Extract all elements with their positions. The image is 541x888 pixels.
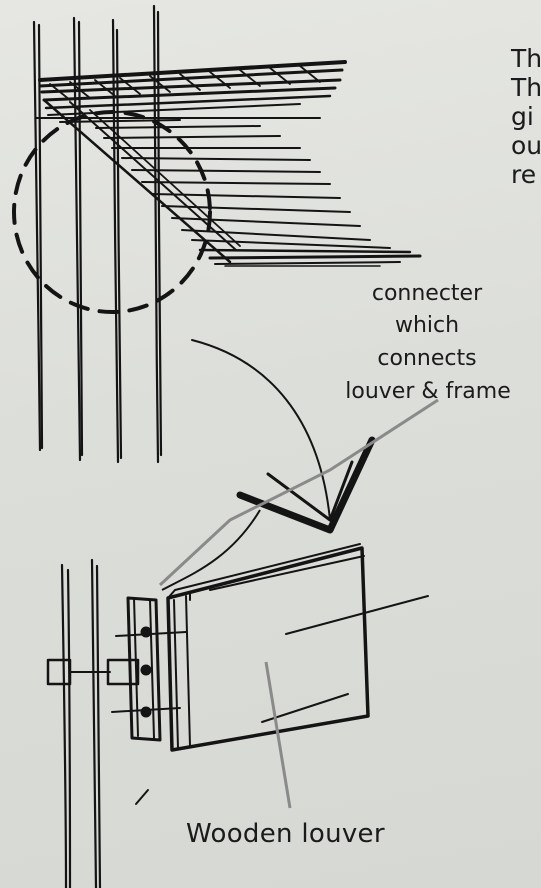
frame-verticals-bottom [62,560,100,888]
connector-leader-line [160,400,438,585]
heading-line-1: Th [511,44,541,73]
annotation-line-3: connects [347,345,507,372]
annotation-line-1: connecter [347,280,507,307]
wooden-louver-label: Wooden louver [186,821,385,847]
heading-line-3: gi [511,102,534,131]
wooden-louver-leader-line [266,662,290,808]
heading-line-2: Th [511,73,541,102]
annotation-line-4: louver & frame [318,378,538,405]
detail-callout-circle [14,112,210,312]
heading-line-4: ou [511,131,541,160]
heading-line-5: re [511,160,536,189]
pointer-arrow [192,340,372,530]
annotation-line-2: which [347,312,507,339]
louver-slab-top [36,62,420,266]
